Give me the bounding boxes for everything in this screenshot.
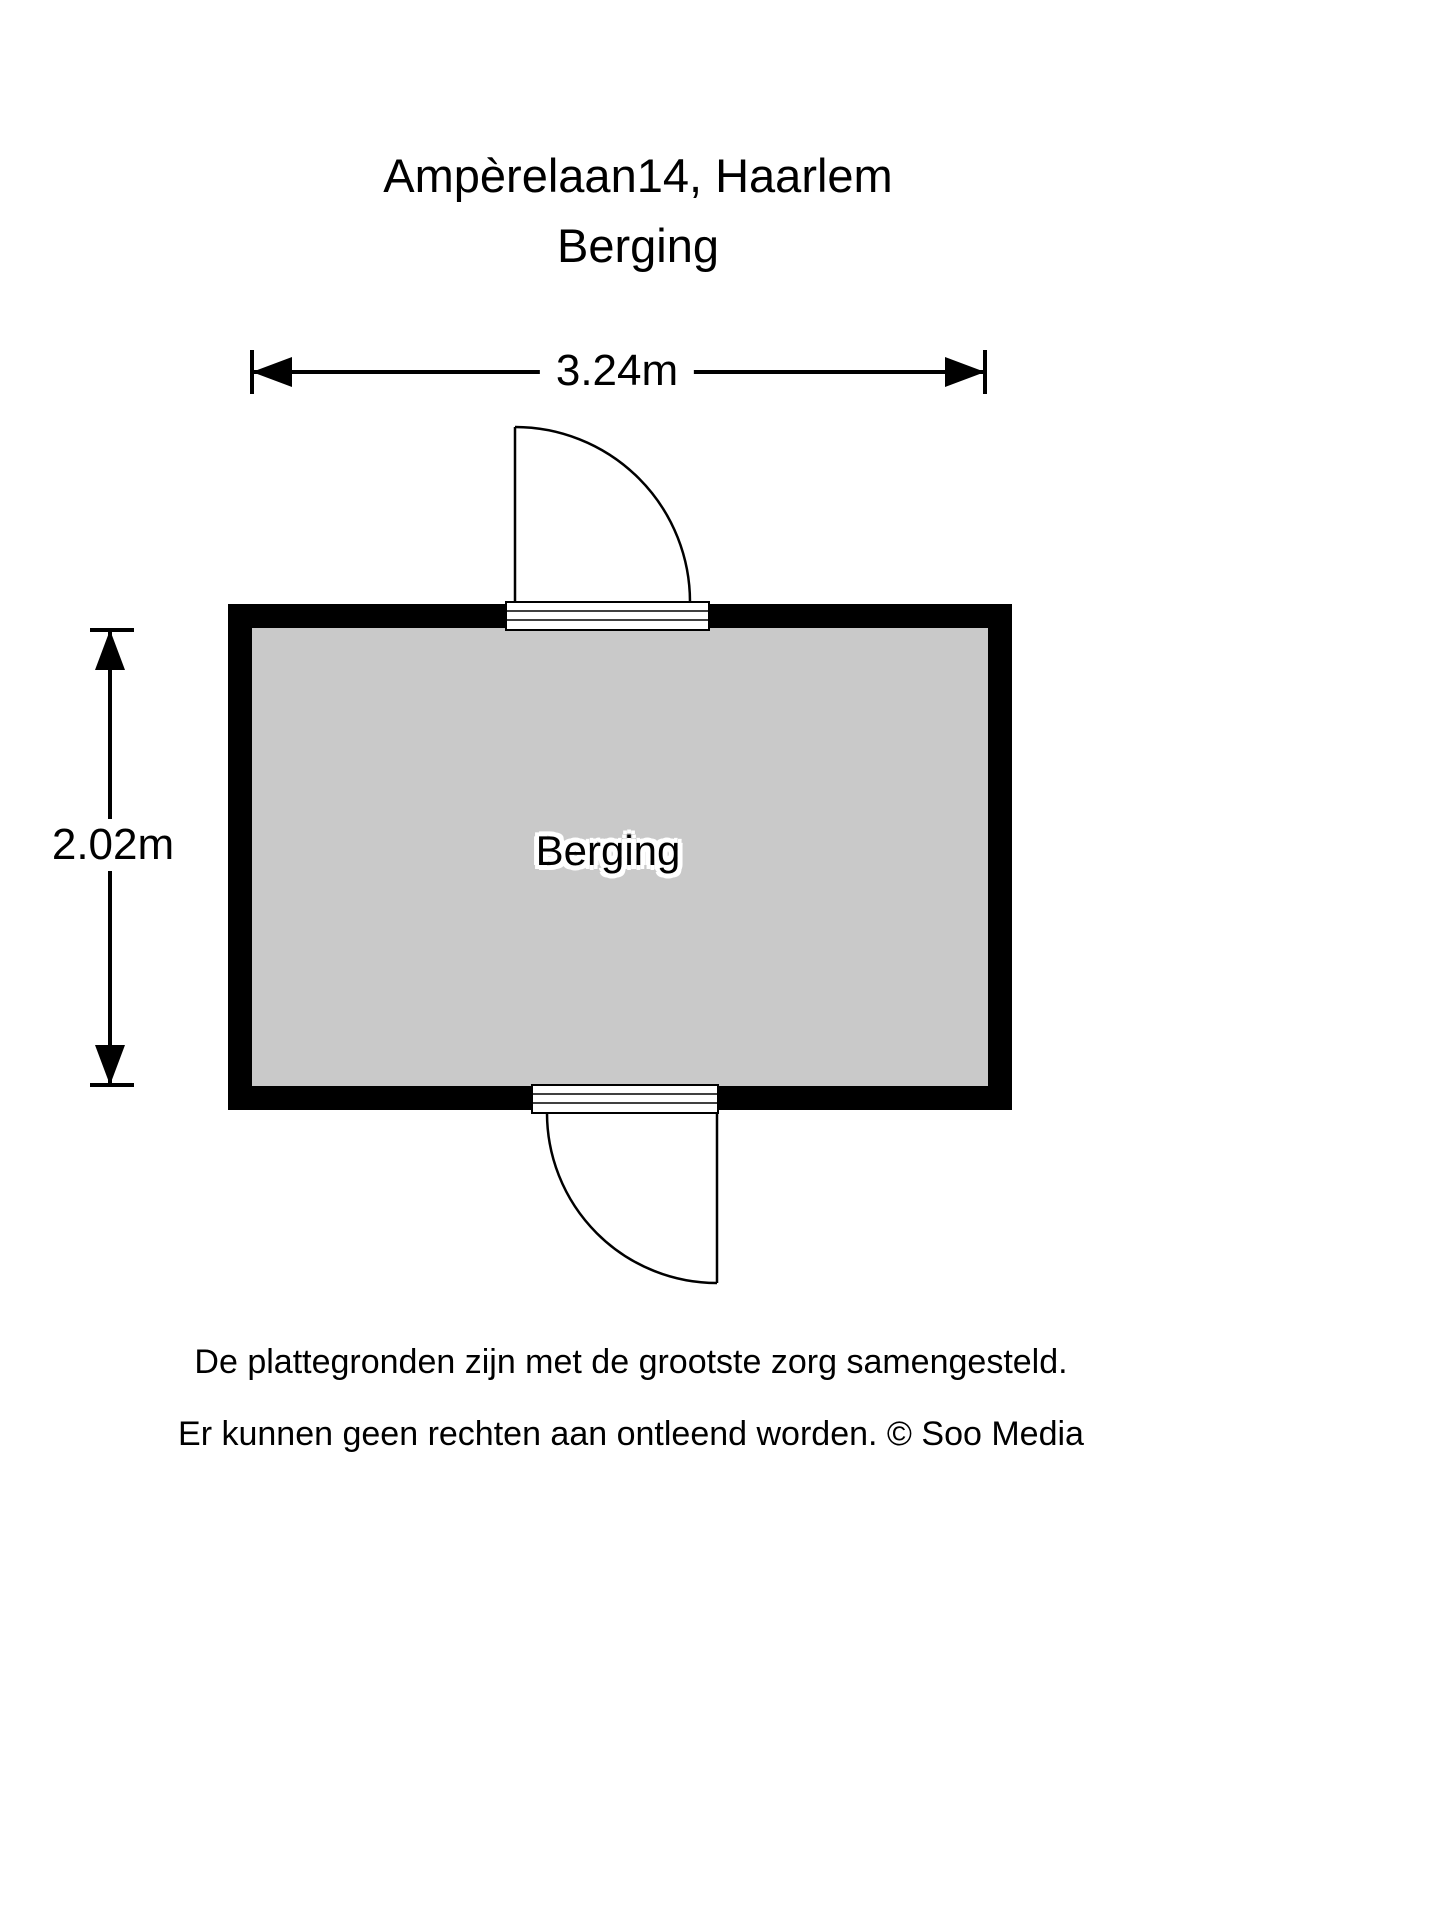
bottom-door-threshold bbox=[531, 1084, 719, 1114]
title-block: Ampèrelaan14, Haarlem Berging bbox=[0, 148, 1276, 274]
top-door bbox=[513, 425, 692, 603]
top-door-threshold bbox=[505, 601, 710, 631]
room-label: Berging bbox=[535, 827, 681, 874]
width-dimension-arrow-left bbox=[252, 357, 292, 387]
width-dimension-label: 3.24m bbox=[539, 345, 695, 397]
top-door-swing-arc bbox=[514, 425, 692, 603]
height-dimension-arrow-top bbox=[95, 630, 125, 670]
width-dimension-arrow-right bbox=[945, 357, 985, 387]
height-dimension-arrow-bottom bbox=[95, 1045, 125, 1085]
room-floor bbox=[252, 628, 988, 1086]
footer-disclaimer-line2: Er kunnen geen rechten aan ontleend word… bbox=[178, 1415, 1084, 1453]
height-dimension-label: 2.02m bbox=[35, 819, 191, 871]
bottom-door-opening bbox=[531, 1084, 719, 1114]
bottom-door-swing-arc bbox=[545, 1112, 718, 1285]
room-berging bbox=[228, 604, 1012, 1110]
footer-disclaimer-line1: De plattegronden zijn met de grootste zo… bbox=[194, 1343, 1068, 1381]
bottom-door bbox=[545, 1112, 719, 1285]
page-subtitle: Berging bbox=[557, 219, 719, 272]
page-title: Ampèrelaan14, Haarlem bbox=[383, 149, 893, 202]
top-door-opening bbox=[505, 601, 710, 631]
footer-disclaimer: De plattegronden zijn met de grootste zo… bbox=[0, 1342, 1262, 1454]
